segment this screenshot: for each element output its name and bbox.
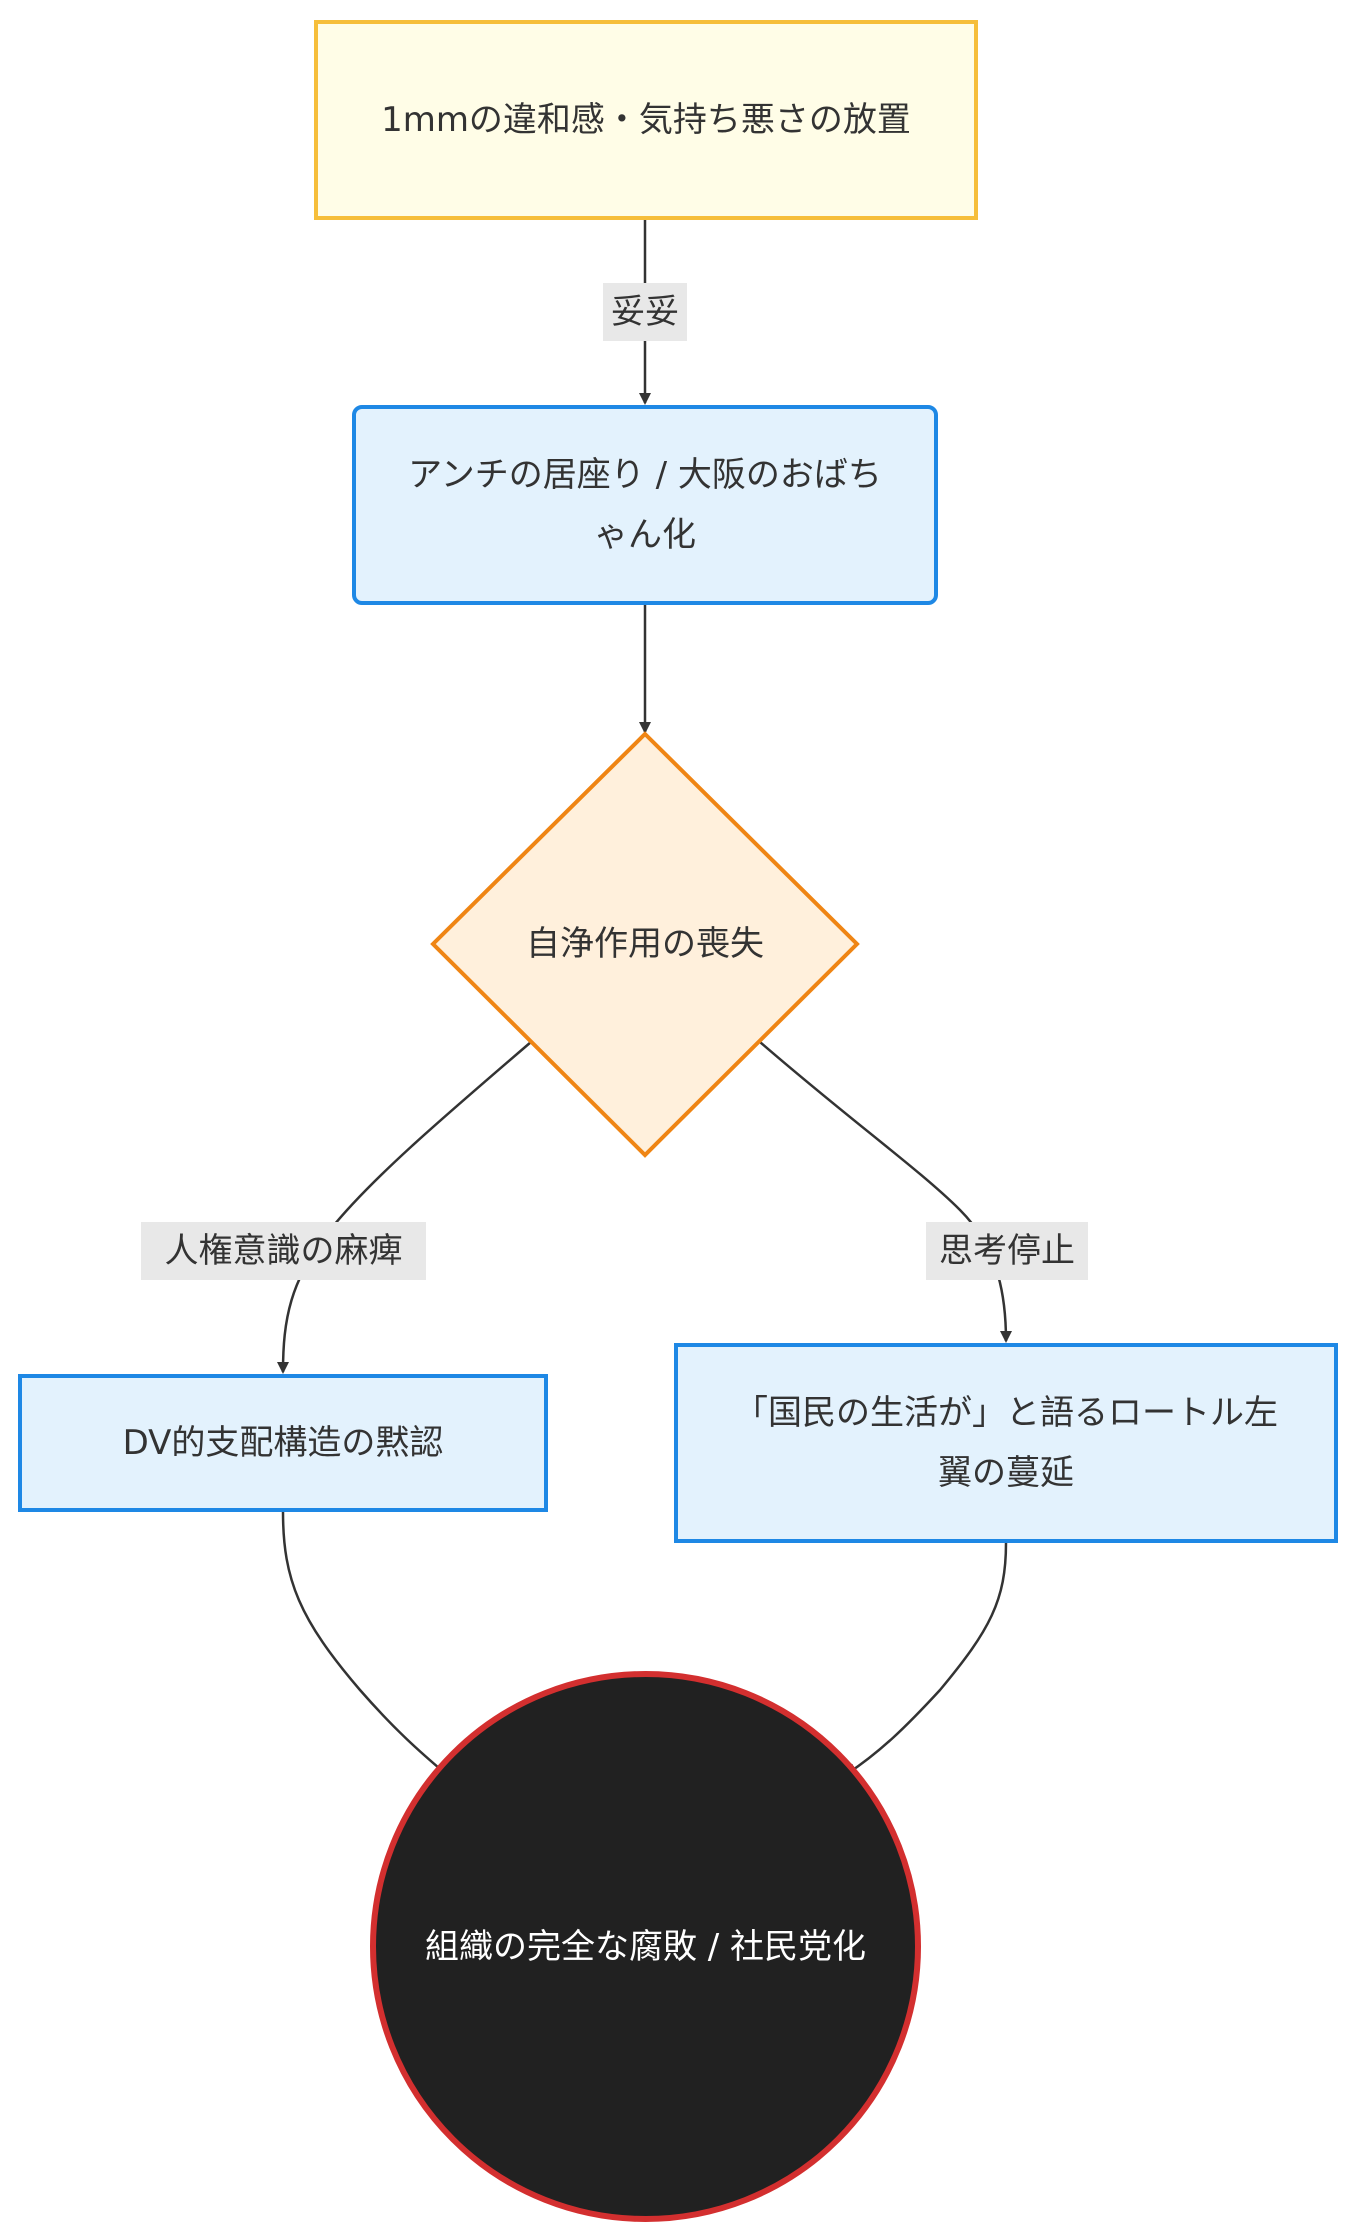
- node-decision-label: 自浄作用の喪失: [526, 924, 764, 964]
- edge-label-shiko: 思考停止: [926, 1222, 1088, 1280]
- node-start: 1mmの違和感・気持ち悪さの放置: [314, 20, 978, 220]
- edge-decision-to-dv: [277, 1041, 532, 1374]
- decision-diamond: [430, 731, 860, 1158]
- node-end-label: 組織の完全な腐敗 / 社民党化: [424, 1926, 867, 1967]
- node-end: 組織の完全な腐敗 / 社民党化: [370, 1671, 921, 2222]
- node-antichi-label: アンチの居座り / 大阪のおばちゃん化: [408, 455, 882, 555]
- node-start-label: 1mmの違和感・気持ち悪さの放置: [381, 100, 911, 140]
- edge-label-dakyo: 妥妥: [603, 283, 687, 341]
- edge-dv-to-end: [281, 1511, 448, 1776]
- node-dv-label: DV的支配構造の黙認: [122, 1423, 444, 1463]
- edge-label-jinken: 人権意識の麻痺: [141, 1222, 426, 1280]
- node-dv: DV的支配構造の黙認: [18, 1374, 548, 1512]
- edge-decision-to-roto: [759, 1041, 1012, 1343]
- node-roto: 「国民の生活が」と語るロートル左翼の蔓延: [674, 1343, 1338, 1543]
- node-antichi: アンチの居座り / 大阪のおばちゃん化: [352, 405, 938, 605]
- edge-roto-to-end: [845, 1542, 1008, 1776]
- node-roto-label: 「国民の生活が」と語るロートル左翼の蔓延: [734, 1393, 1278, 1493]
